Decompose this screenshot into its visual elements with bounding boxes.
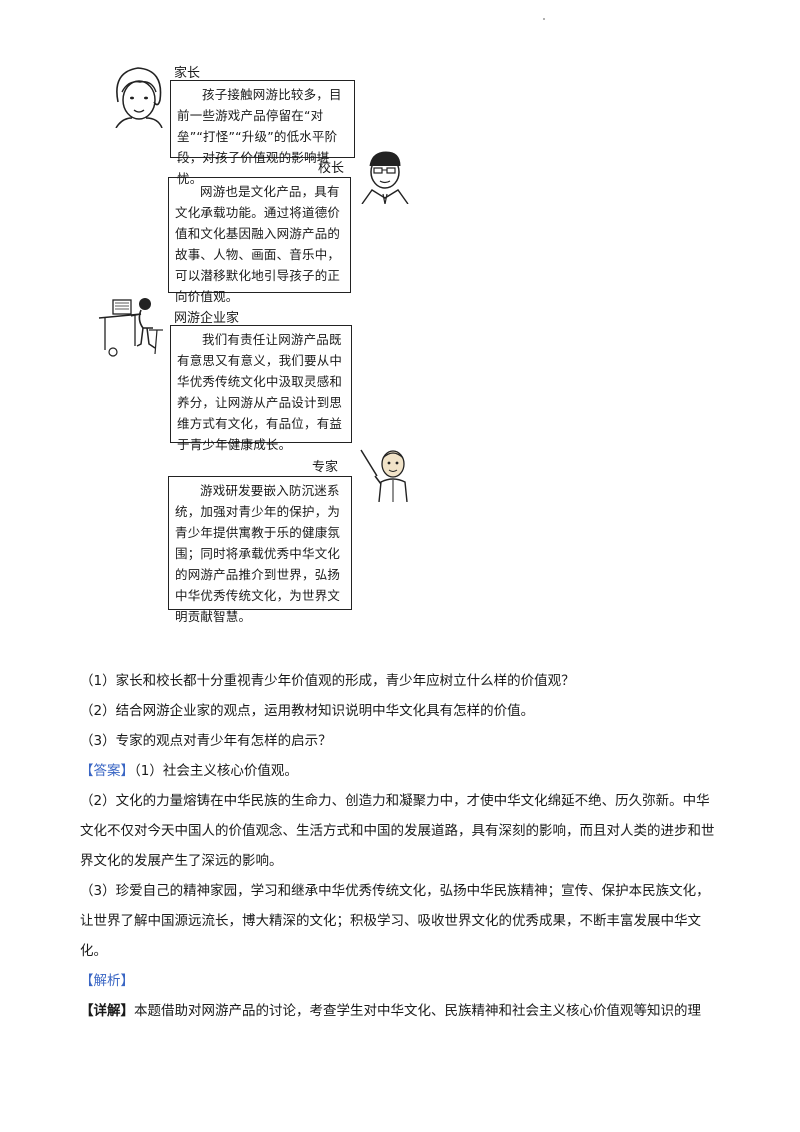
page-dot — [543, 18, 545, 20]
detail-line: 【详解】本题借助对网游产品的讨论，考查学生对中华文化、民族精神和社会主义核心价值… — [80, 996, 720, 1026]
answer-part-1: （1）社会主义核心价值观。 — [134, 763, 298, 779]
principal-portrait-icon — [356, 148, 412, 205]
answer-section: 【答案】（1）社会主义核心价值观。 （2）文化的力量熔铸在中华民族的生命力、创造… — [80, 756, 720, 1026]
principal-role-label: 校长 — [318, 161, 345, 176]
question-3: （3）专家的观点对青少年有怎样的启示？ — [80, 733, 332, 749]
questions-section: （1）家长和校长都十分重视青少年价值观的形成，青少年应树立什么样的价值观？ （2… — [80, 666, 720, 756]
desk-worker-icon — [97, 294, 167, 358]
answer-part-2: （2）文化的力量熔铸在中华民族的生命力、创造力和凝聚力中，才使中华文化绵延不绝、… — [80, 793, 715, 869]
entrepreneur-speech-box: 我们有责任让网游产品既有意思又有意义，我们要从中华优秀传统文化中汲取灵感和养分，… — [170, 325, 352, 452]
parent-speech-box: 孩子接触网游比较多，目前一些游戏产品停留在“对垒”“打怪”“升级”的低水平阶段，… — [170, 80, 355, 186]
question-1: （1）家长和校长都十分重视青少年价值观的形成，青少年应树立什么样的价值观？ — [80, 673, 575, 689]
entrepreneur-speech-text: 我们有责任让网游产品既有意思又有意义，我们要从中华优秀传统文化中汲取灵感和养分，… — [177, 332, 343, 452]
answer-label: 【答案】 — [80, 763, 134, 779]
expert-speech-box: 游戏研发要嵌入防沉迷系统，加强对青少年的保护，为青少年提供寓教于乐的健康氛围；同… — [168, 476, 352, 624]
detail-label: 【详解】 — [80, 1003, 134, 1019]
parent-portrait-icon — [108, 62, 170, 129]
answer-line-1: 【答案】（1）社会主义核心价值观。 — [80, 756, 720, 786]
question-2: （2）结合网游企业家的观点，运用教材知识说明中华文化具有怎样的价值。 — [80, 703, 535, 719]
parent-role-label: 家长 — [174, 66, 201, 81]
answer-part-3: （3）珍爱自己的精神家园，学习和继承中华优秀传统文化，弘扬中华民族精神；宣传、保… — [80, 883, 710, 959]
parent-speech-text: 孩子接触网游比较多，目前一些游戏产品停留在“对垒”“打怪”“升级”的低水平阶段，… — [177, 87, 342, 186]
expert-role-label: 专家 — [312, 460, 339, 475]
expert-speech-text: 游戏研发要嵌入防沉迷系统，加强对青少年的保护，为青少年提供寓教于乐的健康氛围；同… — [175, 483, 341, 624]
principal-speech-text: 网游也是文化产品，具有文化承载功能。通过将道德价值和文化基因融入网游产品的故事、… — [175, 184, 341, 304]
expert-pointer-icon — [357, 446, 413, 503]
entrepreneur-role-label: 网游企业家 — [174, 311, 240, 326]
analysis-label: 【解析】 — [80, 973, 134, 989]
principal-speech-box: 网游也是文化产品，具有文化承载功能。通过将道德价值和文化基因融入网游产品的故事、… — [168, 177, 351, 304]
detail-text: 本题借助对网游产品的讨论，考查学生对中华文化、民族精神和社会主义核心价值观等知识… — [134, 1003, 701, 1019]
